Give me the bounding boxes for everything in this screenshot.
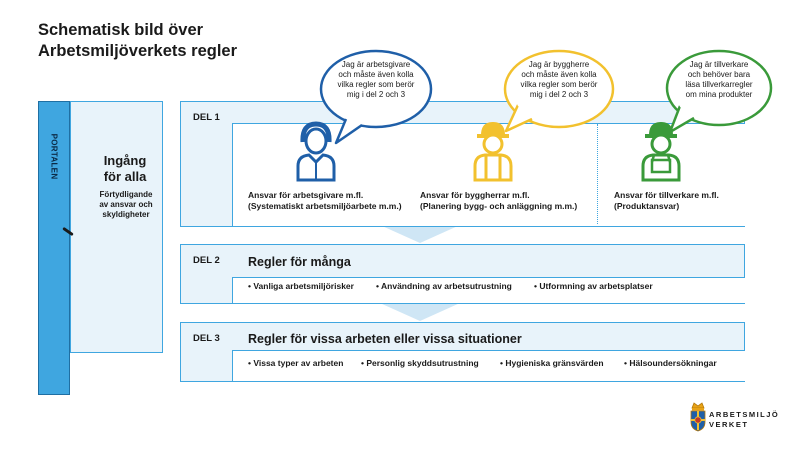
bubble-line: om mina produkter <box>685 90 753 99</box>
logo-wordmark: ARBETSMILJÖ VERKET <box>709 410 779 430</box>
del1-divider <box>597 124 598 224</box>
del2-bullet: • Användning av arbetsutrustning <box>376 281 512 291</box>
entrance-panel <box>70 101 163 353</box>
bubble-line: läsa tillverkarregler <box>685 80 753 89</box>
bubble-employer-text: Jag är arbetsgivare och måste även kolla… <box>326 60 426 100</box>
role-builder-text: Ansvar för byggherrar m.fl. (Planering b… <box>420 190 577 212</box>
portal-label: PORTALEN <box>49 133 59 180</box>
bubble-manufacturer-text: Jag är tillverkare och behöver bara läsa… <box>669 60 769 100</box>
portal-door <box>38 101 70 395</box>
bubble-line: vilka regler som berör <box>520 80 598 89</box>
builder-hardhat-icon <box>473 122 513 182</box>
manufacturer-worker-icon <box>641 122 681 182</box>
del2-title: Regler för många <box>248 255 351 269</box>
del2-inner <box>232 277 745 304</box>
crown-shield-logo-icon <box>690 402 706 432</box>
entrance-title-line: för alla <box>103 169 147 184</box>
entrance-sub-line: Förtydligande <box>99 190 153 199</box>
role-line: (Systematiskt arbetsmiljöarbete m.m.) <box>248 201 402 211</box>
logo-line: VERKET <box>709 420 749 429</box>
bubble-builder <box>503 49 615 133</box>
entrance-subtitle: Förtydligande av ansvar och skyldigheter <box>86 190 166 220</box>
bubble-line: mig i del 2 och 3 <box>529 90 589 99</box>
bubble-employer <box>319 49 433 145</box>
del3-label: DEL 3 <box>193 333 220 344</box>
del2-label: DEL 2 <box>193 255 220 266</box>
role-line: (Planering bygg- och anläggning m.m.) <box>420 201 578 211</box>
logo-line: ARBETSMILJÖ <box>709 410 780 419</box>
entrance-sub-line: skyldigheter <box>102 210 150 219</box>
bubble-line: Jag är arbetsgivare <box>341 60 411 69</box>
role-manufacturer-text: Ansvar för tillverkare m.fl. (Produktans… <box>614 190 719 212</box>
role-line: (Produktansvar) <box>614 201 680 211</box>
del3-bullet: • Personlig skyddsutrustning <box>361 358 479 368</box>
role-line: Ansvar för byggherrar m.fl. <box>420 190 530 200</box>
del1-label: DEL 1 <box>193 112 220 123</box>
bubble-builder-text: Jag är byggherre och måste även kolla vi… <box>509 60 609 100</box>
del3-title: Regler för vissa arbeten eller vissa sit… <box>248 332 522 346</box>
del3-bullet: • Hälsoundersökningar <box>624 358 717 368</box>
title-line-2: Arbetsmiljöverkets regler <box>38 42 238 60</box>
bubble-line: Jag är byggherre <box>528 60 590 69</box>
bubble-line: mig i del 2 och 3 <box>346 90 406 99</box>
entrance-title: Ingång för alla <box>95 153 155 185</box>
del3-bullet: • Hygieniska gränsvärden <box>500 358 604 368</box>
role-line: Ansvar för arbetsgivare m.fl. <box>248 190 364 200</box>
del3-bullet: • Vissa typer av arbeten <box>248 358 344 368</box>
arrow-del2-to-del3 <box>380 303 460 321</box>
bubble-line: vilka regler som berör <box>337 80 415 89</box>
title-line-1: Schematisk bild över <box>38 21 204 39</box>
del2-bullet: • Vanliga arbetsmiljörisker <box>248 281 354 291</box>
role-line: Ansvar för tillverkare m.fl. <box>614 190 719 200</box>
bubble-line: och behöver bara <box>687 70 751 79</box>
del3-inner <box>232 350 745 382</box>
role-employer-text: Ansvar för arbetsgivare m.fl. (Systemati… <box>248 190 402 212</box>
bubble-line: Jag är tillverkare <box>689 60 749 69</box>
entrance-sub-line: av ansvar och <box>99 200 153 209</box>
del2-bullet: • Utformning av arbetsplatser <box>534 281 653 291</box>
page-title: Schematisk bild över Arbetsmiljöverkets … <box>38 20 338 62</box>
bubble-line: och måste även kolla <box>521 70 597 79</box>
employer-person-icon <box>296 121 336 182</box>
entrance-title-line: Ingång <box>103 153 147 168</box>
bubble-line: och måste även kolla <box>338 70 414 79</box>
arrow-del1-to-del2 <box>380 225 460 243</box>
bubble-manufacturer <box>665 49 773 134</box>
